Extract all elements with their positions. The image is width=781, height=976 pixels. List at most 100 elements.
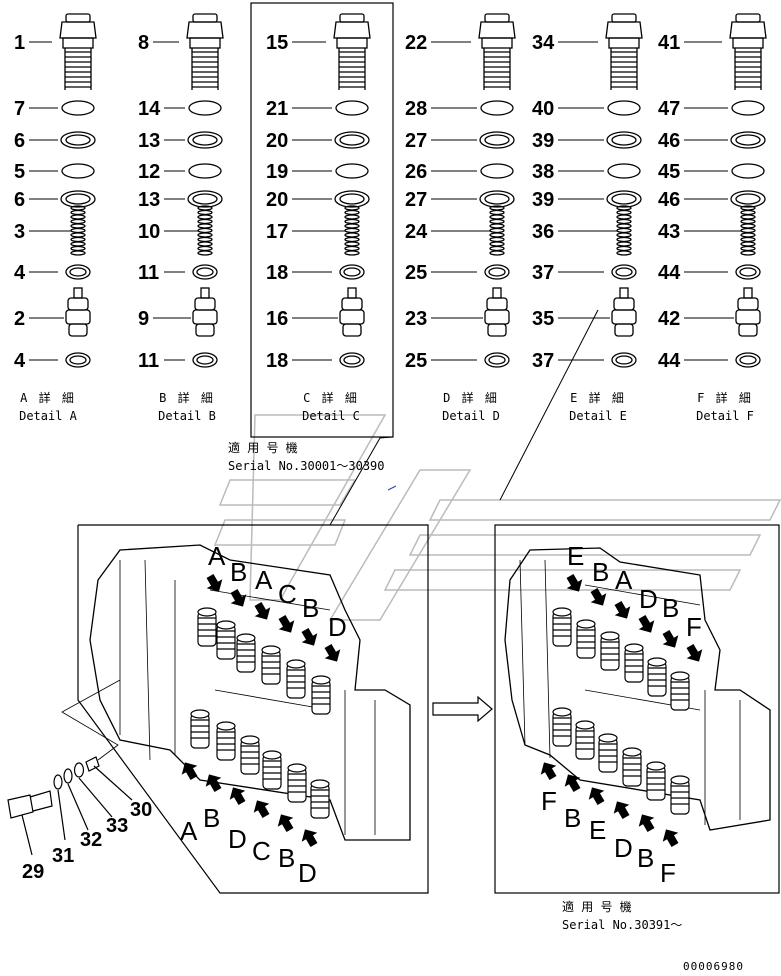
port-letter: B [203, 803, 220, 833]
pointer-arrow [230, 589, 247, 607]
part-shape [188, 100, 222, 116]
valve-plug [240, 735, 260, 775]
pointer-arrow [566, 574, 583, 592]
serial-1-number: Serial No.30001～30390 [228, 459, 385, 473]
part-number: 24 [405, 221, 428, 243]
part-number: 2 [14, 308, 25, 330]
part-shape [484, 264, 510, 280]
port-letter: F [686, 612, 702, 642]
part-number: 46 [658, 189, 680, 211]
part-shape [334, 190, 370, 208]
pointer-arrow [277, 814, 294, 832]
pointer-arrow [638, 814, 655, 832]
part-shape [735, 287, 761, 337]
valve-plug [310, 779, 330, 819]
part-number: 4 [14, 350, 26, 372]
part-shape [333, 13, 371, 90]
part-number: 39 [532, 130, 554, 152]
valve-plug [216, 620, 236, 660]
valve-plug [624, 643, 644, 683]
part-number: 12 [138, 161, 160, 183]
part-number: 25 [405, 262, 427, 284]
valve-plug [552, 607, 572, 647]
part-shape [192, 264, 218, 280]
part-shape [334, 131, 370, 149]
part-shape [731, 163, 765, 179]
detail-caption-jp: B 詳 細 [159, 390, 215, 405]
part-shape [740, 205, 756, 256]
part-number: 40 [532, 98, 554, 120]
pointer-arrow [301, 829, 318, 847]
part-shape [70, 205, 86, 256]
detail-caption-jp: D 詳 細 [443, 390, 499, 405]
part-number: 38 [532, 161, 554, 183]
part-shape [607, 163, 641, 179]
port-letter: B [302, 593, 319, 623]
port-letter: D [228, 824, 247, 854]
part-shape [729, 13, 767, 90]
port-letter: B [564, 803, 581, 833]
part-shape [192, 352, 218, 368]
part-number: 6 [14, 189, 25, 211]
valve-plug [286, 659, 306, 699]
part-shape [192, 287, 218, 337]
valve-plug [670, 671, 690, 711]
part-shape [480, 163, 514, 179]
part-shape [735, 264, 761, 280]
pointer-arrow [278, 615, 295, 633]
part-number: 39 [532, 189, 554, 211]
transition-arrow [432, 695, 493, 723]
pointer-arrow [638, 615, 655, 633]
part-shape [605, 13, 643, 90]
serial-2-label: 適 用 号 機 [562, 899, 632, 914]
port-letter: F [541, 786, 557, 816]
part-shape [59, 13, 97, 90]
part-shape [187, 131, 223, 149]
part-shape [187, 190, 223, 208]
part-number: 44 [658, 350, 681, 372]
part-number: 27 [405, 189, 427, 211]
part-shape [611, 352, 637, 368]
port-letter: D [328, 612, 347, 642]
detail-caption-en: Detail A [19, 409, 78, 423]
pointer-arrow [588, 787, 605, 805]
watermark-logo [213, 414, 781, 621]
valve-plug [552, 707, 572, 747]
part-number: 11 [138, 262, 159, 284]
pointer-arrow [686, 644, 703, 662]
valve-plug [646, 761, 666, 801]
valve-plug [576, 619, 596, 659]
part-shape [489, 205, 505, 256]
detail-caption-jp: E 詳 細 [570, 390, 626, 405]
valve-plug [262, 750, 282, 790]
part-shape [188, 163, 222, 179]
part-shape [484, 287, 510, 337]
part-number: 19 [266, 161, 288, 183]
detail-caption-en: Detail C [302, 409, 360, 423]
port-letter: B [637, 843, 654, 873]
valve-plug [647, 657, 667, 697]
valve-plug [261, 645, 281, 685]
port-letter: C [252, 836, 271, 866]
pointer-arrow [564, 774, 581, 792]
port-letter: E [589, 815, 606, 845]
part-number: 36 [532, 221, 554, 243]
part-number: 14 [138, 98, 161, 120]
port-letter: B [230, 557, 247, 587]
pointer-arrow [229, 787, 246, 805]
serial-1-mark [387, 485, 397, 491]
part-shape [607, 100, 641, 116]
serial-2-number: Serial No.30391～ [562, 918, 682, 932]
pointer-arrow [324, 644, 341, 662]
part-shape [731, 100, 765, 116]
side-plug-assembly [7, 756, 133, 856]
port-letter: E [567, 541, 584, 571]
part-shape [730, 190, 766, 208]
part-shape [344, 205, 360, 256]
part-number: 46 [658, 130, 680, 152]
part-shape [611, 264, 637, 280]
